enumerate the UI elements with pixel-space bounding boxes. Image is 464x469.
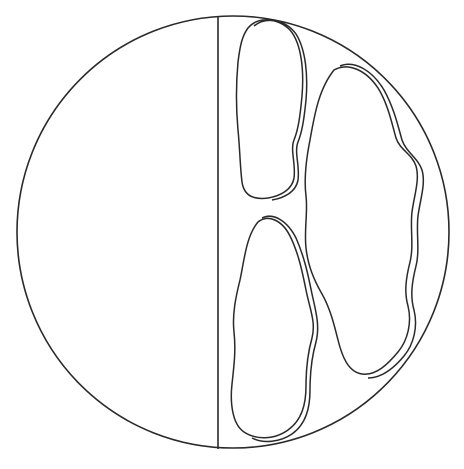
blob-upper bbox=[237, 20, 307, 200]
outer-circle bbox=[17, 16, 449, 448]
blob-right bbox=[305, 64, 423, 378]
blob-lower bbox=[231, 216, 317, 441]
